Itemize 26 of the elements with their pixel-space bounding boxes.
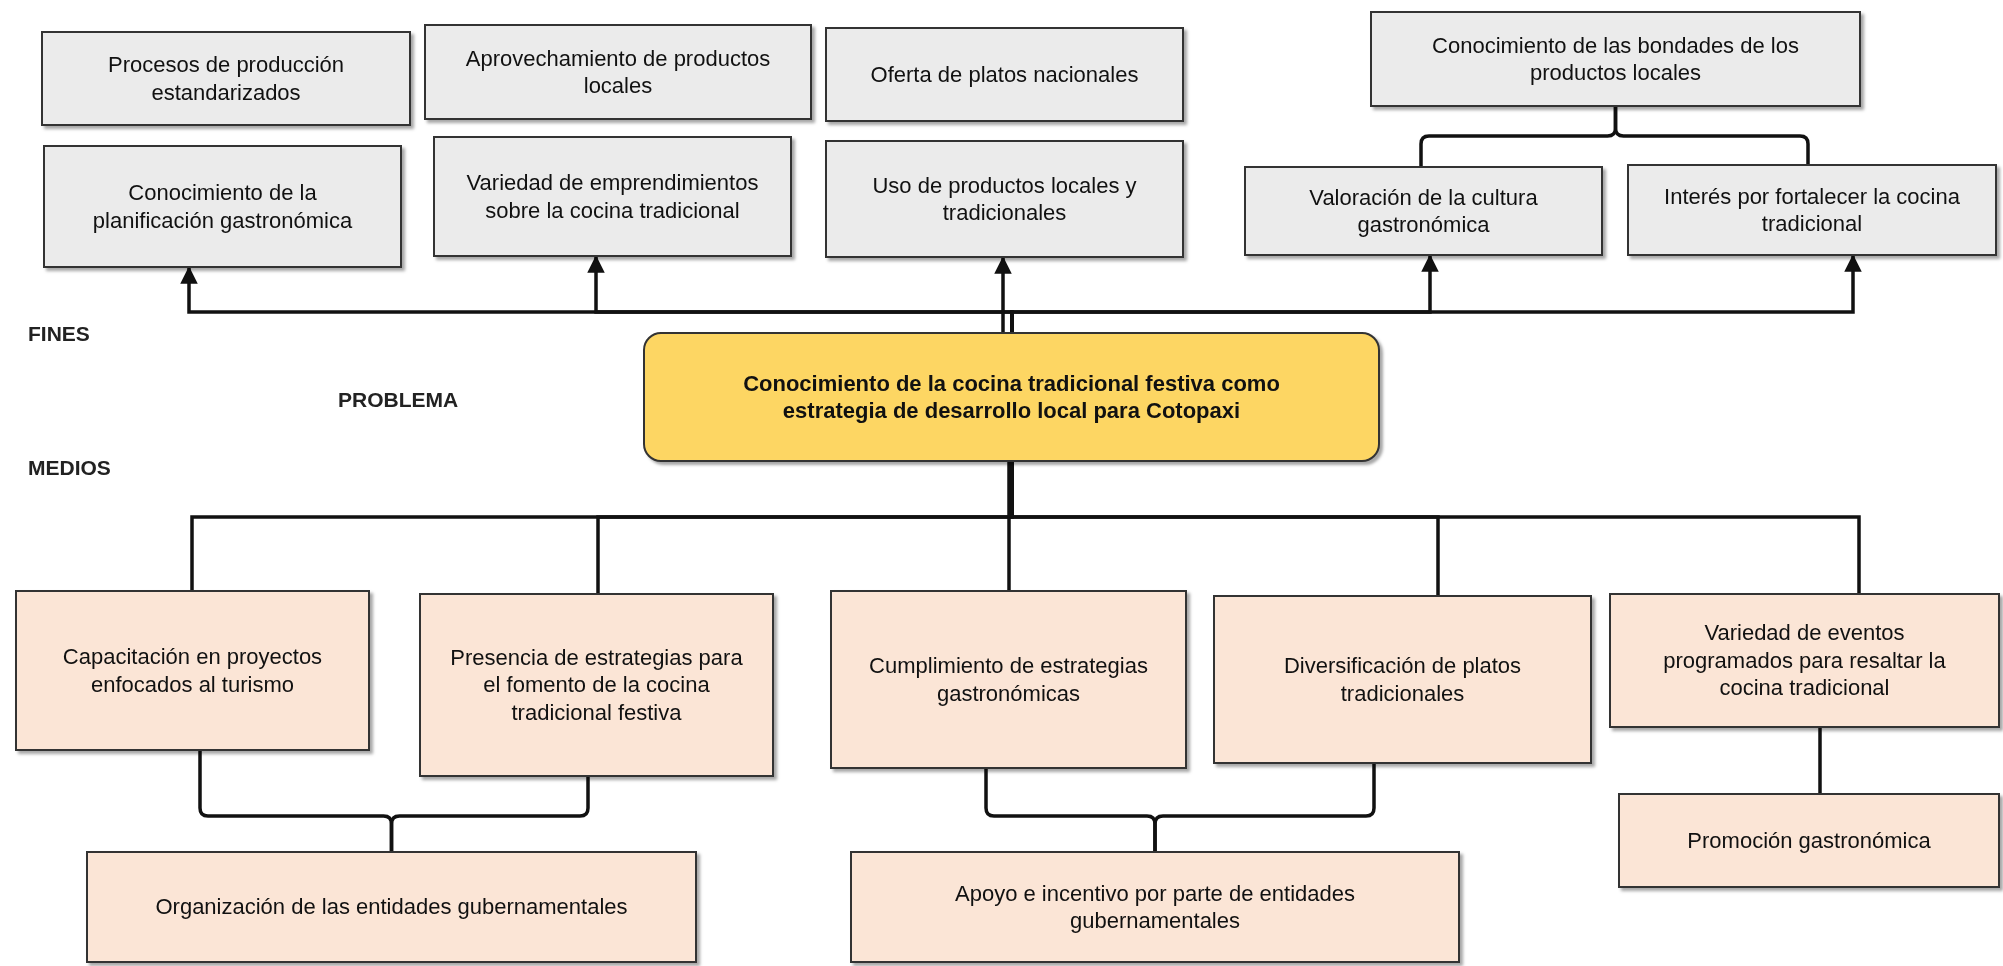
means-box: Apoyo e incentivo por parte de entidades gubernamentales	[850, 851, 1460, 963]
means-box: Variedad de eventos programados para resaltar la cocina tradicional	[1609, 593, 2000, 728]
end-box: Uso de productos locales y tradicionales	[825, 140, 1184, 258]
means-box: Capacitación en proyectos enfocados al turismo	[15, 590, 370, 751]
brace-connector	[1153, 764, 1376, 851]
end-box: Valoración de la cultura gastronómica	[1244, 166, 1603, 256]
end-box: Procesos de producción estandarizados	[41, 31, 411, 126]
end-box: Conocimiento de las bondades de los productos locales	[1370, 11, 1861, 107]
end-box: Variedad de emprendimientos sobre la cocina tradicional	[433, 136, 792, 257]
means-box: Cumplimiento de estrategias gastronómicas	[830, 590, 1187, 769]
section-label: PROBLEMA	[338, 388, 459, 412]
means-box: Organización de las entidades gubernamentales	[86, 851, 697, 963]
end-box: Oferta de platos nacionales	[825, 27, 1184, 122]
means-box: Presencia de estrategias para el fomento de la cocina tradicional festiva	[419, 593, 774, 777]
connector-line	[1818, 728, 1822, 793]
end-box: Aprovechamiento de productos locales	[424, 24, 812, 120]
connector-line	[1007, 462, 1011, 590]
problem-box: Conocimiento de la cocina tradicional festiva como estrategia de desarrollo local para Cotopaxi	[643, 332, 1380, 462]
means-box: Diversificación de platos tradicionales	[1213, 595, 1592, 764]
means-box: Promoción gastronómica	[1618, 793, 2000, 888]
end-box: Interés por fortalecer la cocina tradicional	[1627, 164, 1997, 256]
section-label: FINES	[28, 322, 90, 346]
brace-connector	[389, 777, 590, 851]
connector-line	[994, 256, 1012, 332]
end-box: Conocimiento de la planificación gastronómica	[43, 145, 402, 268]
section-label: MEDIOS	[28, 456, 111, 480]
